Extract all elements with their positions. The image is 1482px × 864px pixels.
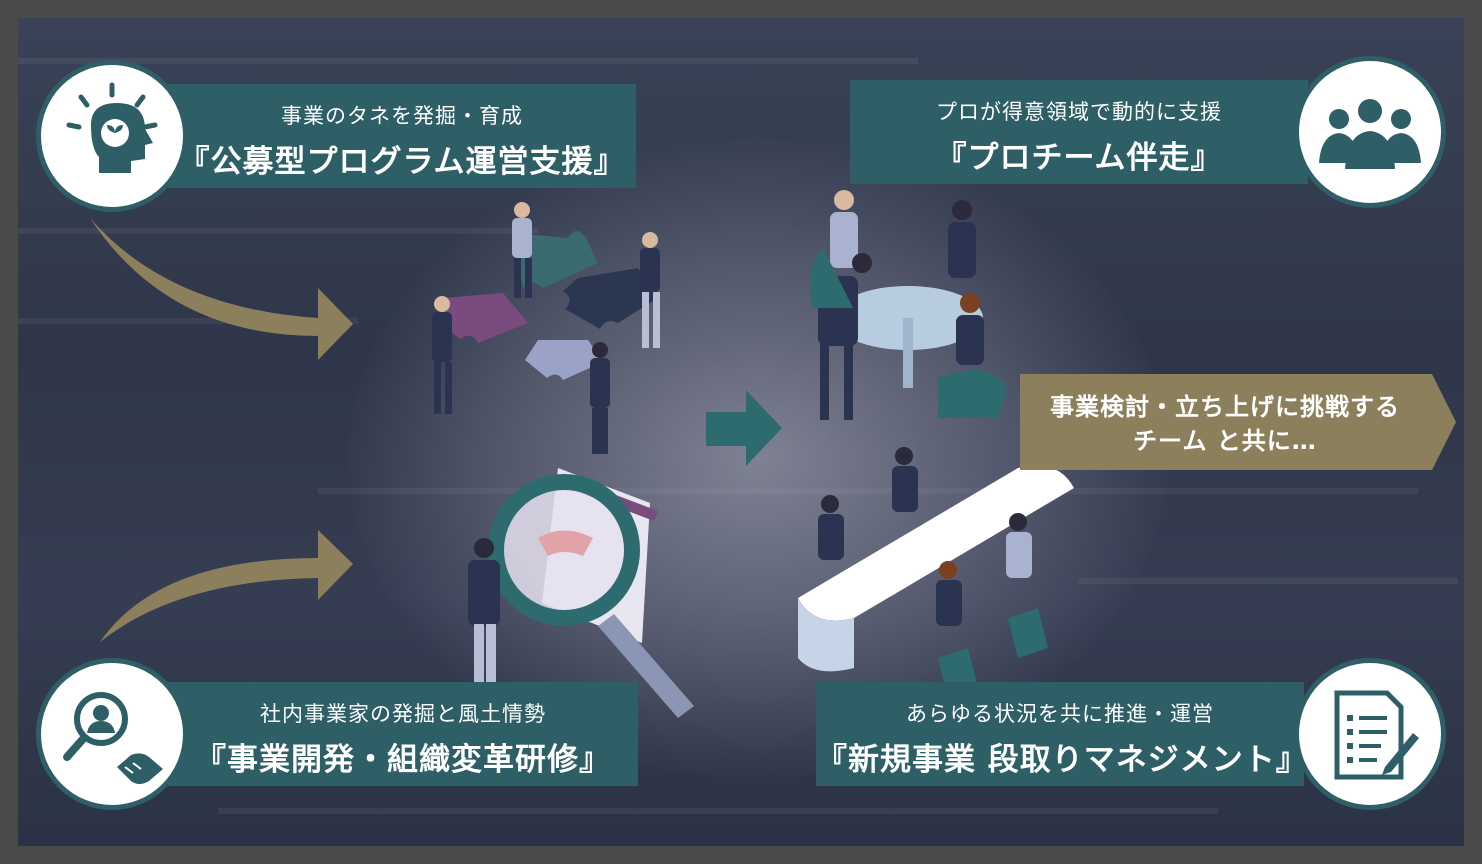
puzzle-piece — [513, 231, 598, 288]
chair — [809, 248, 853, 308]
center-arrow — [706, 390, 782, 466]
panel-title: 『プロチーム伴走』 — [935, 140, 1223, 176]
puzzle-piece — [563, 268, 658, 329]
diagram-canvas: 事業のタネを発掘・育成 『公募型プログラム運営支援』 プロが得意領域で動的に支援… — [18, 18, 1464, 846]
handshake-icon — [538, 530, 593, 556]
team-callout: 事業検討・立ち上げに挑戦する チーム と共に… — [1020, 374, 1456, 470]
person-figure — [432, 296, 452, 414]
panel-subtitle: あらゆる状況を共に推進・運営 — [906, 702, 1214, 726]
panel-pro-team: プロが得意領域で動的に支援 『プロチーム伴走』 — [850, 80, 1308, 184]
callout-line-2: チーム と共に… — [1133, 427, 1317, 455]
panel-subtitle: プロが得意領域で動的に支援 — [936, 100, 1222, 124]
curved-arrow-bottom — [100, 530, 353, 642]
scene-illustration — [90, 190, 1074, 718]
chair — [938, 370, 1008, 418]
panel-subtitle: 事業のタネを発掘・育成 — [281, 104, 523, 128]
panel-title: 『事業開発・組織変革研修』 — [195, 742, 611, 778]
background-streak — [18, 228, 538, 234]
search-handshake-icon — [36, 658, 188, 810]
background-streak — [218, 808, 1218, 814]
background-streak — [1078, 578, 1458, 584]
lightbulb-head-icon — [36, 60, 188, 212]
person-figure — [640, 232, 660, 348]
document-pen-icon — [1294, 658, 1446, 810]
person-figure — [590, 342, 610, 454]
panel-training: 社内事業家の発掘と風土情勢 『事業開発・組織変革研修』 — [168, 682, 638, 786]
table-leg — [903, 318, 913, 388]
panel-management: あらゆる状況を共に推進・運営 『新規事業 段取りマネジメント』 — [816, 682, 1308, 786]
chair — [1008, 608, 1048, 658]
magnifier-handle — [598, 614, 694, 718]
team-people-icon — [1294, 56, 1446, 208]
callout-line-1: 事業検討・立ち上げに挑戦する — [1050, 393, 1400, 421]
background-streak — [18, 318, 358, 324]
panel-title: 『公募型プログラム運営支援』 — [178, 144, 626, 180]
person-figure — [468, 538, 500, 694]
table-side — [798, 598, 854, 672]
conference-table — [798, 465, 1074, 621]
person-figure — [818, 447, 1032, 626]
curved-arrow-top — [90, 218, 353, 360]
person-figure — [512, 202, 532, 298]
panel-title: 『新規事業 段取りマネジメント』 — [816, 742, 1308, 778]
panel-public-program: 事業のタネを発掘・育成 『公募型プログラム運営支援』 — [168, 84, 636, 188]
puzzle-piece — [435, 293, 528, 343]
background-streak — [18, 58, 918, 64]
puzzle-piece — [525, 340, 603, 380]
panel-subtitle: 社内事業家の発掘と風土情勢 — [260, 702, 546, 726]
